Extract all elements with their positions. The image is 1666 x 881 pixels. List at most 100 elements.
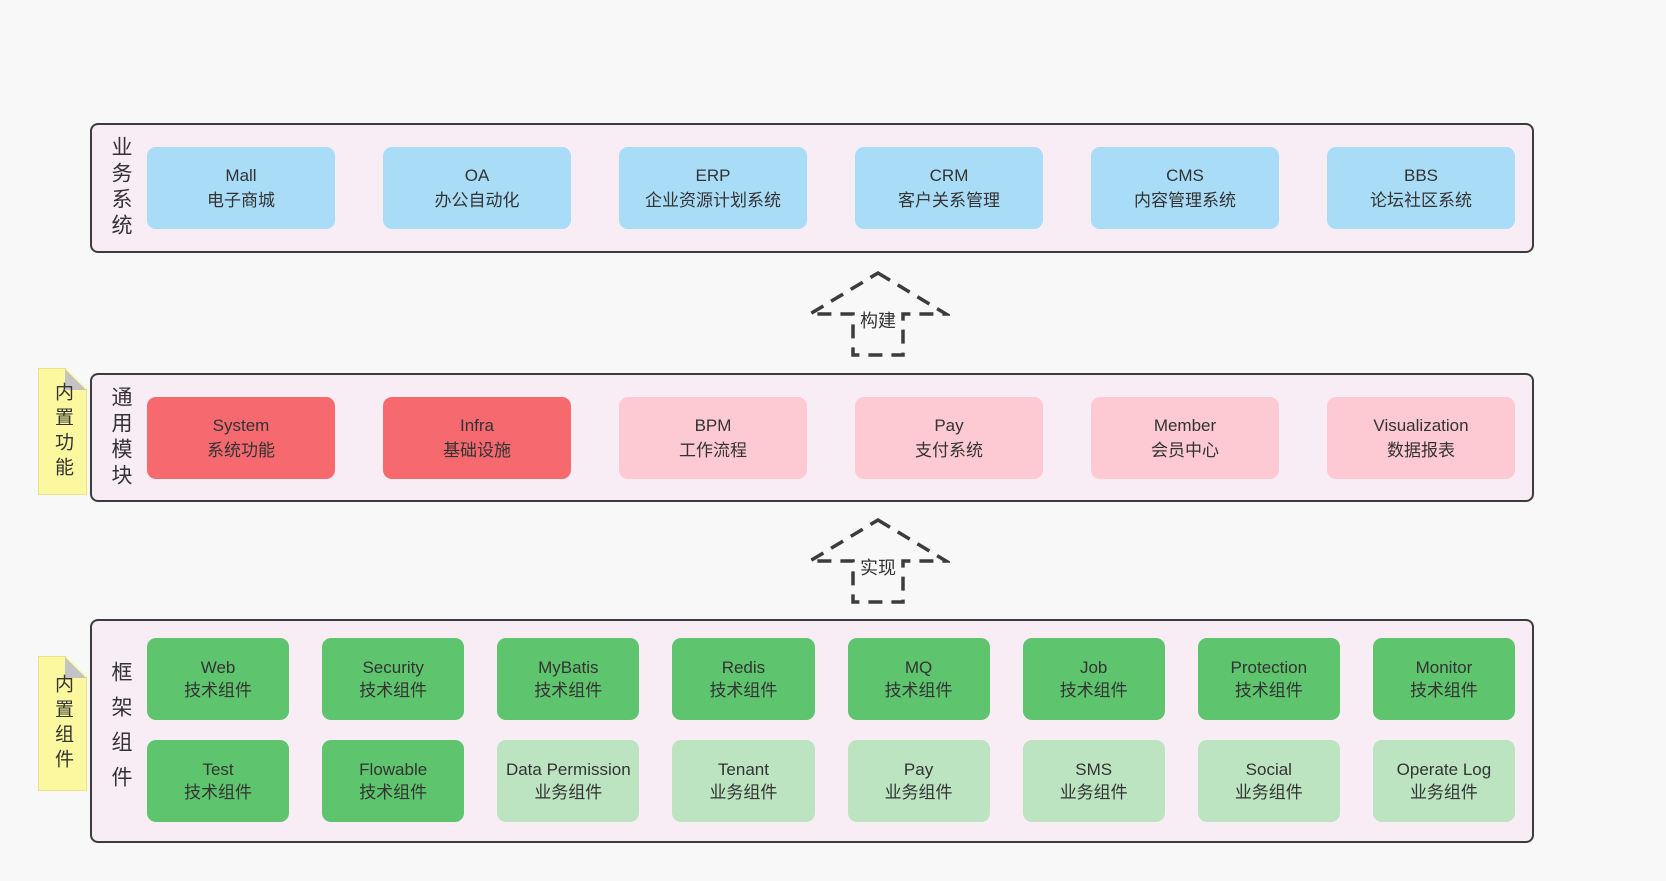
box-social: Social 业务组件 [1197,740,1340,822]
box-data-permission: Data Permission 业务组件 [497,740,640,822]
box-title: Web [200,658,236,677]
box-subtitle: 技术组件 [1059,681,1128,700]
box-subtitle: 业务组件 [709,783,778,802]
arrow-implement: 实现 [806,516,950,606]
box-cms: CMS 内容管理系统 [1091,147,1279,229]
arrow-implement-label: 实现 [857,557,899,579]
arrow-build-label: 构建 [857,310,899,332]
box-security: Security 技术组件 [322,638,465,720]
panel-components-label: 框架组件 [109,661,132,801]
panel-modules-label: 通用模块 [109,385,132,490]
box-title: CRM [929,166,969,185]
box-oa: OA 办公自动化 [383,147,571,229]
box-subtitle: 技术组件 [184,783,253,802]
box-title: MQ [904,658,933,677]
box-erp: ERP 企业资源计划系统 [619,147,807,229]
box-member: Member 会员中心 [1091,396,1279,479]
box-crm: CRM 客户关系管理 [855,147,1043,229]
arrow-build: 构建 [806,269,950,359]
box-subtitle: 支付系统 [915,440,983,460]
box-subtitle: 业务组件 [1059,783,1128,802]
box-flowable: Flowable 技术组件 [322,740,465,822]
box-subtitle: 技术组件 [359,681,428,700]
box-title: Security [362,658,424,677]
box-subtitle: 会员中心 [1151,440,1219,460]
box-pay: Pay 支付系统 [855,396,1043,479]
box-subtitle: 工作流程 [679,440,747,460]
box-title: SMS [1075,760,1113,779]
note-built-in-components-label: 内置组件 [52,673,73,774]
box-subtitle: 技术组件 [534,681,603,700]
box-title: Monitor [1415,658,1473,677]
box-infra: Infra 基础设施 [383,396,571,479]
box-title: OA [464,166,490,185]
modules-box-row: System 系统功能 Infra 基础设施 BPM 工作流程 Pay 支付系统 Member 会… [147,396,1515,479]
box-title: BBS [1403,166,1439,185]
box-subtitle: 数据报表 [1387,440,1455,460]
box-title: MyBatis [538,658,599,677]
box-subtitle: 基础设施 [443,440,511,460]
box-title: Test [202,760,234,779]
box-title: CMS [1166,166,1204,185]
box-subtitle: 技术组件 [1234,681,1303,700]
box-sms: SMS 业务组件 [1022,740,1165,822]
box-subtitle: 业务组件 [1409,783,1478,802]
panel-business-label: 业务系统 [109,136,132,240]
box-title: Social [1245,760,1292,779]
box-title: Mall [225,166,257,185]
box-pay: Pay 业务组件 [847,740,990,822]
note-built-in-features: 内置功能 [38,368,87,495]
panel-common-modules: 通用模块 System 系统功能 Infra 基础设施 BPM 工作流程 Pay 支付系统 Me… [90,373,1534,502]
box-title: System [212,415,270,435]
box-title: Visualization [1373,415,1469,435]
box-subtitle: 客户关系管理 [898,191,1000,210]
box-title: Flowable [359,760,428,779]
box-title: Infra [459,415,495,435]
box-title: Tenant [717,760,769,779]
box-subtitle: 业务组件 [1234,783,1303,802]
box-title: Protection [1230,658,1308,677]
box-subtitle: 业务组件 [534,783,603,802]
box-subtitle: 技术组件 [359,783,428,802]
up-arrow-icon [806,270,950,357]
box-bpm: BPM 工作流程 [619,396,807,479]
box-test: Test 技术组件 [147,740,290,822]
box-title: Data Permission [505,760,631,779]
box-title: Operate Log [1396,760,1492,779]
box-mybatis: MyBatis 技术组件 [497,638,640,720]
box-title: Job [1079,658,1108,677]
box-operate-log: Operate Log 业务组件 [1372,740,1515,822]
box-subtitle: 技术组件 [184,681,253,700]
box-protection: Protection 技术组件 [1197,638,1340,720]
box-subtitle: 企业资源计划系统 [645,191,781,210]
box-subtitle: 办公自动化 [434,191,520,210]
note-built-in-components: 内置组件 [38,656,87,791]
up-arrow-icon [806,517,950,604]
panel-framework-components: 框架组件 Web 技术组件 Security 技术组件 MyBatis 技术组件 Redis… [90,619,1534,843]
box-bbs: BBS 论坛社区系统 [1327,147,1515,229]
box-subtitle: 内容管理系统 [1134,191,1236,210]
box-visualization: Visualization 数据报表 [1327,396,1515,479]
box-subtitle: 论坛社区系统 [1370,191,1472,210]
box-job: Job 技术组件 [1022,638,1165,720]
box-title: Member [1153,415,1217,435]
box-title: Redis [721,658,766,677]
box-system: System 系统功能 [147,396,335,479]
note-built-in-features-label: 内置功能 [52,381,73,482]
box-subtitle: 技术组件 [709,681,778,700]
box-title: Pay [934,415,964,435]
box-subtitle: 系统功能 [207,440,275,460]
box-title: BPM [694,415,732,435]
box-title: Pay [903,760,934,779]
box-web: Web 技术组件 [147,638,290,720]
box-subtitle: 业务组件 [884,783,953,802]
box-title: ERP [695,166,731,185]
